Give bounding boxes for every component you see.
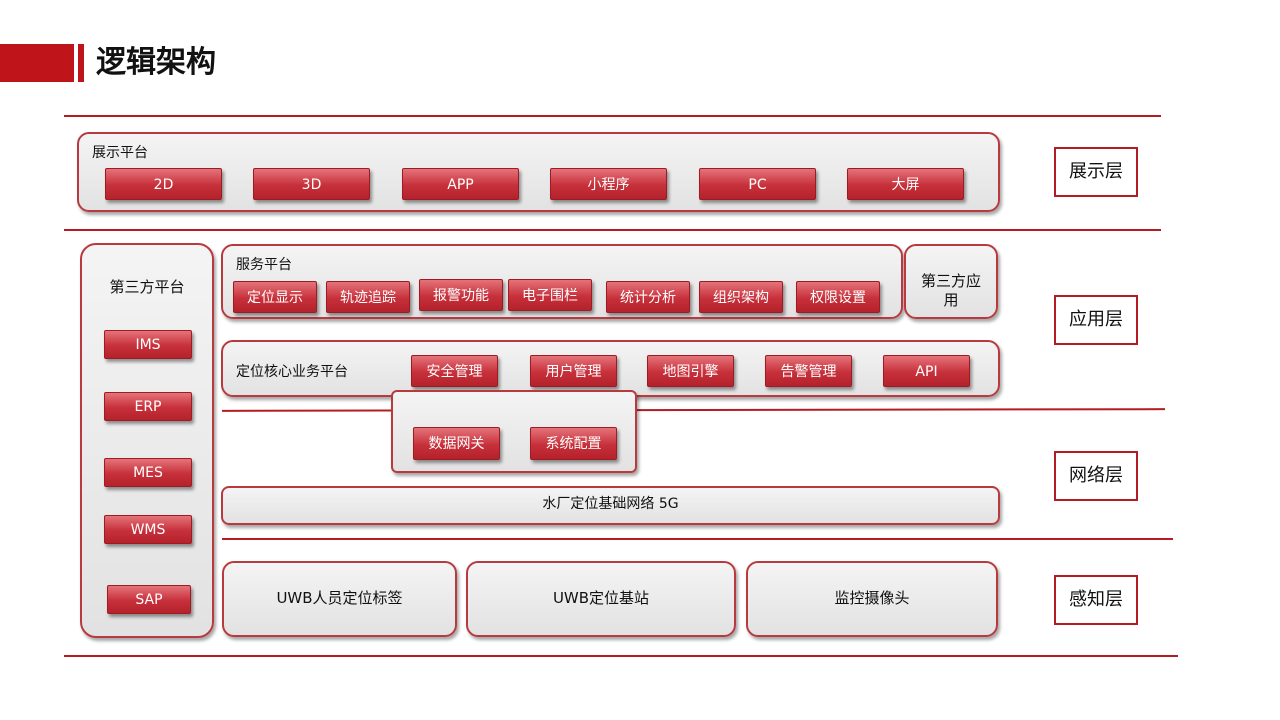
- core-item-map-engine[interactable]: 地图引擎: [647, 355, 734, 387]
- core-item-alerts[interactable]: 告警管理: [765, 355, 852, 387]
- layer-label-application: 应用层: [1054, 295, 1138, 345]
- perception-uwb-tag-label: UWB人员定位标签: [276, 589, 403, 607]
- core-item-users[interactable]: 用户管理: [530, 355, 617, 387]
- network-label: 水厂定位基础网络 5G: [542, 496, 679, 512]
- perception-uwb-station-label: UWB定位基站: [552, 589, 650, 607]
- display-item-app[interactable]: APP: [402, 168, 519, 200]
- service-item-permissions[interactable]: 权限设置: [796, 281, 880, 313]
- display-item-mini-program[interactable]: 小程序: [550, 168, 667, 200]
- title-accent-bar: [0, 44, 74, 82]
- layer-label-display: 展示层: [1054, 147, 1138, 197]
- divider-line: [64, 229, 1161, 231]
- third-party-item-mes[interactable]: MES: [104, 458, 192, 487]
- service-item-statistics[interactable]: 统计分析: [606, 281, 690, 313]
- core-item-api[interactable]: API: [883, 355, 970, 387]
- service-platform-label: 服务平台: [236, 257, 292, 273]
- third-party-item-erp[interactable]: ERP: [104, 392, 192, 421]
- service-item-trajectory[interactable]: 轨迹追踪: [326, 281, 410, 313]
- perception-camera-label: 监控摄像头: [834, 589, 910, 607]
- service-item-positioning[interactable]: 定位显示: [233, 281, 317, 313]
- third-party-item-sap[interactable]: SAP: [107, 585, 191, 614]
- data-item-gateway[interactable]: 数据网关: [413, 427, 500, 460]
- page-title: 逻辑架构: [96, 45, 216, 80]
- perception-panel-uwb-tag: [222, 561, 457, 637]
- service-item-alarm[interactable]: 报警功能: [419, 279, 503, 311]
- divider-line: [64, 115, 1161, 117]
- data-item-config[interactable]: 系统配置: [530, 427, 617, 460]
- display-item-2d[interactable]: 2D: [105, 168, 222, 200]
- layer-label-network: 网络层: [1054, 451, 1138, 501]
- perception-panel-uwb-station: [466, 561, 736, 637]
- display-item-big-screen[interactable]: 大屏: [847, 168, 964, 200]
- third-party-platform-label: 第三方平台: [109, 278, 185, 296]
- network-panel: [221, 486, 1000, 525]
- divider-line: [222, 538, 1173, 540]
- layer-label-perception: 感知层: [1054, 575, 1138, 625]
- divider-line: [64, 655, 1178, 657]
- core-platform-label: 定位核心业务平台: [236, 364, 348, 380]
- display-item-3d[interactable]: 3D: [253, 168, 370, 200]
- core-item-security[interactable]: 安全管理: [411, 355, 498, 387]
- perception-panel-camera: [746, 561, 998, 637]
- service-item-organization[interactable]: 组织架构: [699, 281, 783, 313]
- title-accent-stripe: [78, 44, 84, 82]
- display-item-pc[interactable]: PC: [699, 168, 816, 200]
- third-party-app-panel: [904, 244, 998, 319]
- third-party-item-ims[interactable]: IMS: [104, 330, 192, 359]
- display-platform-label: 展示平台: [92, 145, 148, 161]
- divider-line: [221, 408, 1166, 412]
- display-platform-panel: [77, 132, 1000, 212]
- service-item-geofence[interactable]: 电子围栏: [508, 279, 592, 311]
- third-party-platform-panel: [80, 243, 214, 638]
- third-party-app-label: 第三方应用: [920, 272, 981, 309]
- third-party-item-wms[interactable]: WMS: [104, 515, 192, 544]
